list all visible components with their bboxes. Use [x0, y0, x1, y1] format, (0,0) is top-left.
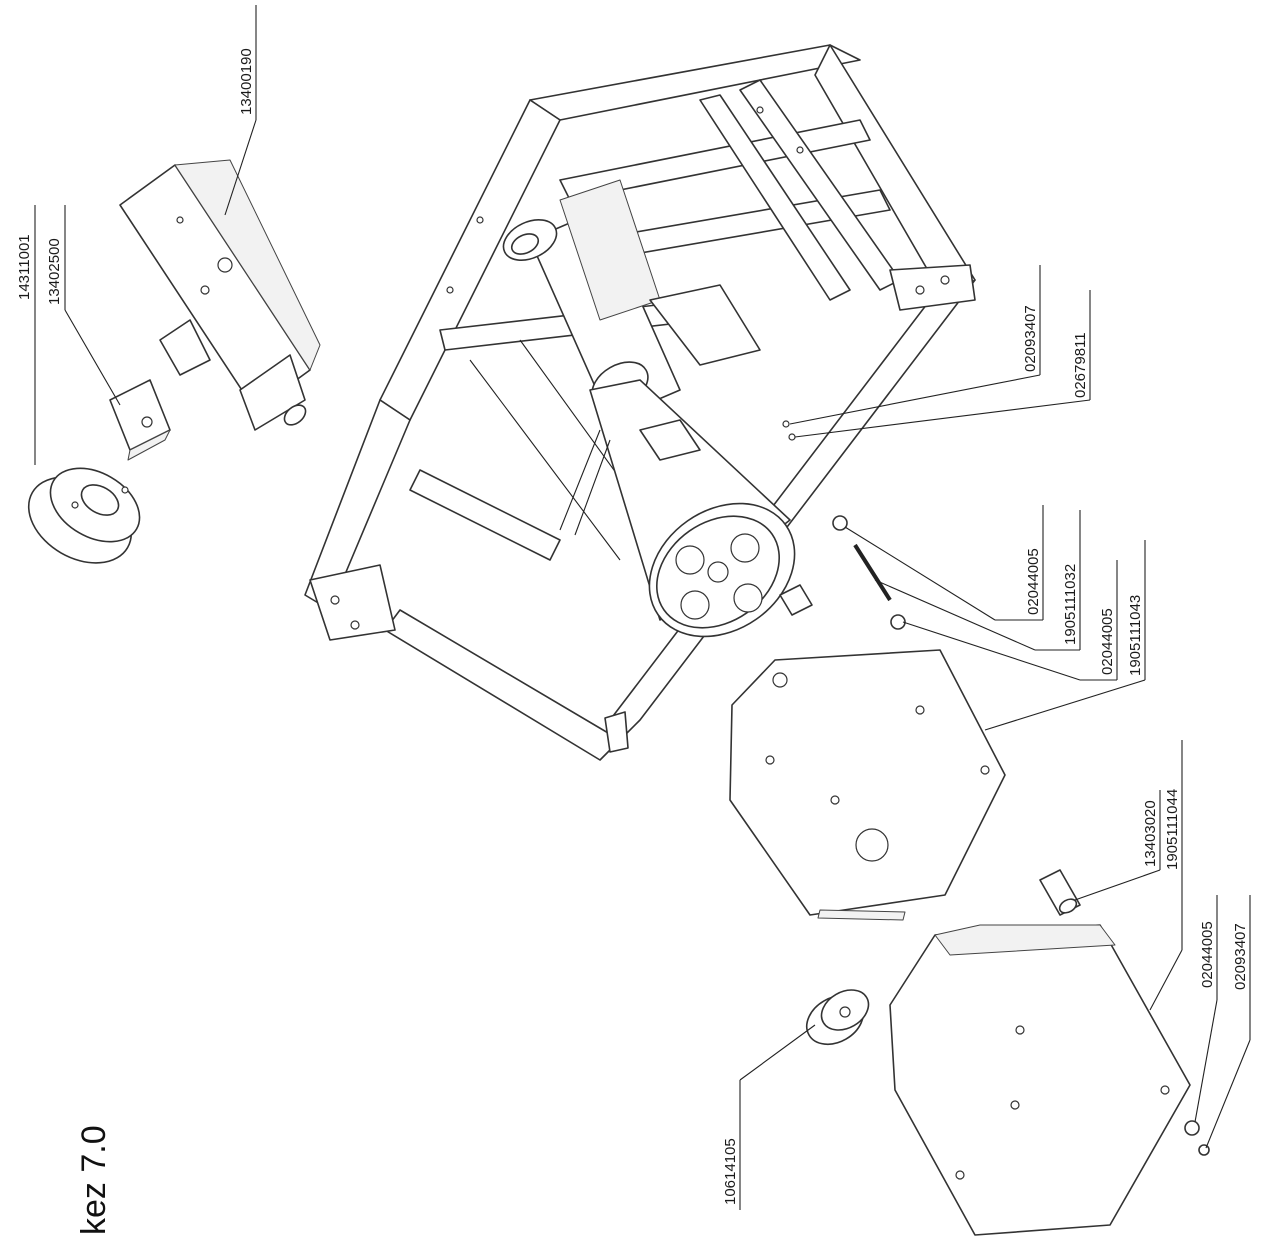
adapter-flange	[27, 467, 141, 564]
small-hardware	[782, 420, 906, 630]
large-pulley	[559, 379, 813, 638]
label-13400190: 13400190	[238, 48, 255, 115]
label-13403020: 13403020	[1142, 800, 1159, 867]
label-02044005-c: 02044005	[1199, 921, 1216, 988]
label-1905111043: 1905111043	[1127, 595, 1144, 676]
spacer-tube	[1039, 869, 1081, 916]
label-10614105: 10614105	[722, 1138, 739, 1205]
label-02093407-top: 02093407	[1022, 305, 1039, 372]
label-1905111032: 1905111032	[1062, 564, 1079, 645]
part-labels: 14311001 13402500 13400190 02093407 0267…	[16, 48, 1249, 1205]
gearbox-motor	[119, 159, 321, 431]
label-02044005-b: 02044005	[1099, 608, 1116, 675]
label-02679811: 02679811	[1072, 332, 1089, 398]
label-13402500: 13402500	[46, 238, 63, 305]
hexagonal-cover	[889, 924, 1191, 1236]
label-02044005-a: 02044005	[1025, 548, 1042, 615]
label-1905111044: 1905111044	[1164, 789, 1181, 870]
small-pulley	[805, 989, 870, 1046]
washer-nut-bottom	[1184, 1120, 1210, 1156]
mounting-bracket	[109, 379, 171, 461]
hexagonal-plate	[729, 649, 1006, 921]
label-14311001: 14311001	[16, 234, 33, 300]
label-02093407-bottom: 02093407	[1232, 923, 1249, 990]
diagram-title: kez 7.0	[75, 1125, 113, 1235]
leader-lines	[34, 5, 1251, 1210]
